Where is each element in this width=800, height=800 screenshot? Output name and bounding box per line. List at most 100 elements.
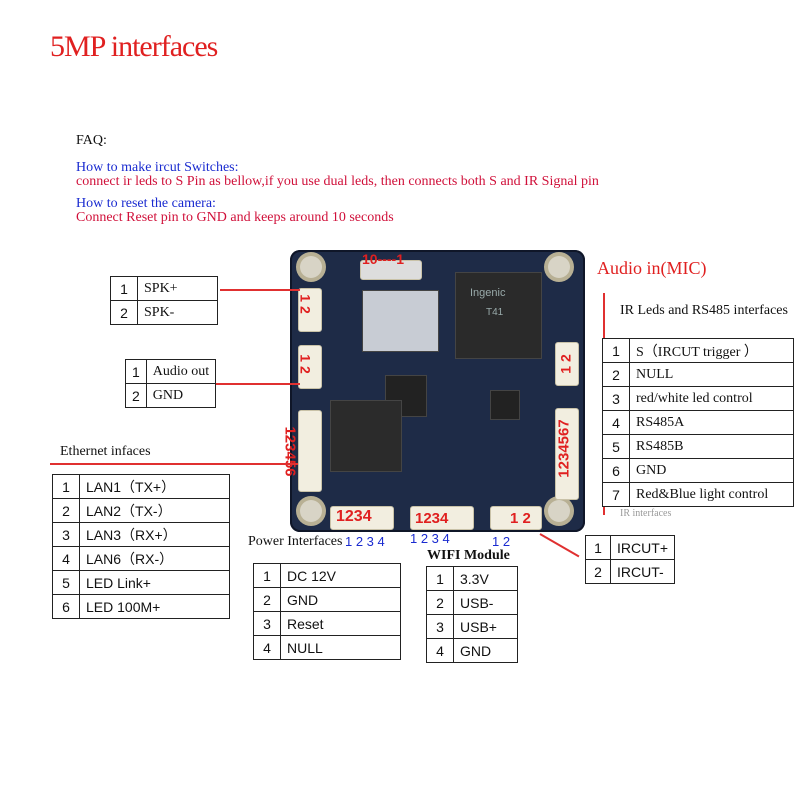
leader-line-ir bbox=[603, 293, 605, 345]
camera-board: Ingenic T41 bbox=[290, 250, 585, 532]
mount-hole bbox=[548, 256, 570, 278]
pin-number: 1 bbox=[110, 276, 138, 301]
pin-number: 1 bbox=[602, 338, 630, 363]
soc-chip: Ingenic T41 bbox=[455, 272, 542, 359]
pin-function: SPK+ bbox=[137, 276, 218, 301]
pin-function: USB- bbox=[453, 590, 518, 615]
pin-number: 2 bbox=[426, 590, 454, 615]
connector-mic-label: 1 2 bbox=[557, 354, 574, 374]
connector-top bbox=[360, 260, 422, 280]
faq-answer-reset: Connect Reset pin to GND and keeps aroun… bbox=[76, 210, 394, 225]
pin-function: S（IRCUT trigger ） bbox=[629, 338, 794, 363]
pin-function: LED 100M+ bbox=[79, 594, 230, 619]
pin-number: 3 bbox=[426, 614, 454, 639]
pin-number: 1 bbox=[426, 566, 454, 591]
pin-number: 2 bbox=[52, 498, 80, 523]
leader-line-audio bbox=[215, 383, 300, 385]
pin-number: 2 bbox=[253, 587, 281, 612]
faq-question-ircut: How to make ircut Switches: bbox=[76, 160, 239, 175]
pin-function: LAN2（TX-） bbox=[79, 498, 230, 523]
pin-function: IRCUT- bbox=[610, 559, 675, 584]
pin-function: DC 12V bbox=[280, 563, 401, 588]
connector-wifi bbox=[410, 506, 474, 530]
power-pin-numbers: 1 2 3 4 bbox=[345, 534, 385, 549]
pin-number: 4 bbox=[253, 635, 281, 660]
soc-brand: Ingenic bbox=[470, 287, 506, 299]
connector-ethernet bbox=[298, 410, 322, 492]
pin-number: 6 bbox=[52, 594, 80, 619]
connector-ir-rs485 bbox=[555, 408, 579, 500]
pin-number: 3 bbox=[253, 611, 281, 636]
faq-question-reset: How to reset the camera: bbox=[76, 196, 216, 211]
connector-power bbox=[330, 506, 394, 530]
pin-number: 1 bbox=[125, 359, 147, 384]
leader-line-ethernet bbox=[50, 463, 298, 465]
pin-function: LAN1（TX+） bbox=[79, 474, 230, 499]
leader-line-spk bbox=[220, 289, 300, 291]
audio-in-label: Audio in(MIC) bbox=[597, 258, 707, 278]
wifi-label: WIFI Module bbox=[427, 548, 510, 563]
pin-function: RS485B bbox=[629, 434, 794, 459]
connector-ircut-label: 1 2 bbox=[510, 510, 531, 527]
pin-number: 4 bbox=[52, 546, 80, 571]
leader-line-ircut bbox=[539, 533, 580, 558]
mount-hole bbox=[548, 500, 570, 522]
connector-power-label: 1234 bbox=[336, 508, 372, 525]
connector-mic bbox=[555, 342, 579, 386]
faint-label: IR interfaces bbox=[620, 508, 672, 519]
pin-function: Audio out bbox=[145, 359, 217, 384]
pin-function: RS485A bbox=[629, 410, 794, 435]
pin-number: 1 bbox=[253, 563, 281, 588]
connector-ircut bbox=[490, 506, 542, 530]
pin-number: 7 bbox=[602, 482, 630, 507]
pin-number: 1 bbox=[52, 474, 80, 499]
ircut-pin-numbers: 1 2 bbox=[492, 534, 511, 549]
pin-function: LED Link+ bbox=[79, 570, 230, 595]
page-title: 5MP interfaces bbox=[50, 30, 218, 63]
mount-hole bbox=[300, 256, 322, 278]
wifi-pin-numbers: 1 2 3 4 bbox=[410, 531, 450, 546]
connector-ethernet-label: 123456 bbox=[281, 426, 299, 477]
ethernet-transformer bbox=[330, 400, 402, 472]
pin-number: 2 bbox=[584, 559, 612, 584]
connector-ir-label: 1234567 bbox=[555, 419, 573, 478]
faq-heading: FAQ: bbox=[76, 133, 107, 148]
connector-spk-label: 1 2 bbox=[297, 294, 314, 314]
pin-number: 4 bbox=[602, 410, 630, 435]
pin-function: LAN3（RX+） bbox=[79, 522, 230, 547]
ir-rs485-label: IR Leds and RS485 interfaces bbox=[620, 303, 788, 318]
pin-number: 6 bbox=[602, 458, 630, 483]
connector-audio-label: 1 2 bbox=[297, 354, 314, 374]
wifi-chip bbox=[362, 290, 439, 352]
ethernet-phy-chip bbox=[490, 390, 520, 420]
connector-top-label: 10----1 bbox=[362, 251, 405, 267]
pin-number: 3 bbox=[52, 522, 80, 547]
pin-function: SPK- bbox=[137, 300, 218, 325]
pin-number: 2 bbox=[602, 362, 630, 387]
